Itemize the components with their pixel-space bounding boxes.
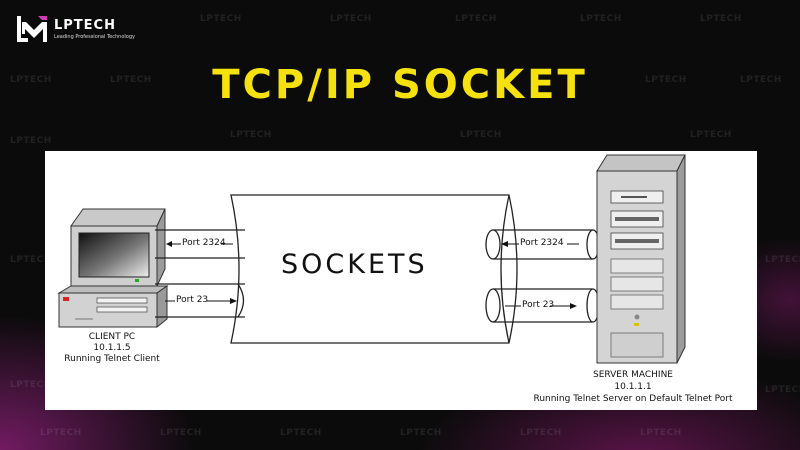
- watermark: LPTECH: [400, 428, 442, 438]
- left-pipe-port-23: [155, 283, 245, 318]
- arrow-right-right-23: [505, 303, 577, 309]
- watermark: LPTECH: [330, 14, 372, 24]
- server-caption: SERVER MACHINE 10.1.1.1 Running Telnet S…: [515, 369, 751, 405]
- left-pipe-port-2324: [155, 229, 245, 259]
- watermark: LPTECH: [455, 14, 497, 24]
- watermark: LPTECH: [200, 14, 242, 24]
- arrow-left-right-2324: [501, 241, 579, 247]
- watermark: LPTECH: [765, 385, 800, 395]
- port-label-right-23: Port 23: [522, 300, 555, 310]
- watermark: LPTECH: [160, 428, 202, 438]
- watermark: LPTECH: [460, 130, 502, 140]
- logo-mark-icon: [17, 16, 47, 42]
- arrow-right-23: [165, 298, 237, 304]
- brand-name: LPTECH: [54, 18, 116, 33]
- right-pipe-port-2324: [485, 229, 600, 260]
- port-label-right-2324: Port 2324: [520, 238, 564, 248]
- watermark: LPTECH: [280, 428, 322, 438]
- sockets-label: SOCKETS: [281, 249, 428, 280]
- server-machine-icon: [596, 154, 686, 364]
- watermark: LPTECH: [700, 14, 742, 24]
- watermark: LPTECH: [110, 75, 152, 85]
- sockets-cylinder: [230, 194, 518, 344]
- port-label-left-23: Port 23: [176, 295, 209, 305]
- watermark: LPTECH: [640, 428, 682, 438]
- watermark: LPTECH: [230, 130, 272, 140]
- brand-logo[interactable]: LPTECH Leading Professional Technology: [14, 12, 144, 46]
- client-pc-icon: [57, 208, 169, 329]
- watermark: LPTECH: [40, 428, 82, 438]
- watermark: LPTECH: [520, 428, 562, 438]
- client-role: Running Telnet Client: [64, 354, 160, 364]
- client-ip: 10.1.1.5: [93, 343, 131, 353]
- watermark: LPTECH: [10, 75, 52, 85]
- brand-tagline: Leading Professional Technology: [54, 34, 135, 40]
- client-name: CLIENT PC: [88, 332, 136, 342]
- port-label-left-2324: Port 2324: [182, 238, 226, 248]
- watermark: LPTECH: [10, 255, 52, 265]
- server-name: SERVER MACHINE: [592, 370, 673, 380]
- watermark: LPTECH: [645, 75, 687, 85]
- socket-diagram: [57, 154, 686, 364]
- page-title: TCP/IP SOCKET: [212, 62, 588, 108]
- watermark: LPTECH: [580, 14, 622, 24]
- watermark: LPTECH: [740, 75, 782, 85]
- diagram-panel: Port 2324 Port 23 Port 2324 Port 23 SOCK…: [45, 151, 757, 410]
- server-role: Running Telnet Server on Default Telnet …: [533, 394, 733, 404]
- arrow-left-2324: [166, 241, 233, 247]
- right-pipe-port-23: [485, 288, 600, 323]
- watermark: LPTECH: [690, 130, 732, 140]
- watermark: LPTECH: [765, 255, 800, 265]
- client-caption: CLIENT PC 10.1.1.5 Running Telnet Client: [47, 332, 177, 365]
- watermark: LPTECH: [10, 136, 52, 146]
- watermark: LPTECH: [10, 380, 52, 390]
- server-ip: 10.1.1.1: [614, 382, 652, 392]
